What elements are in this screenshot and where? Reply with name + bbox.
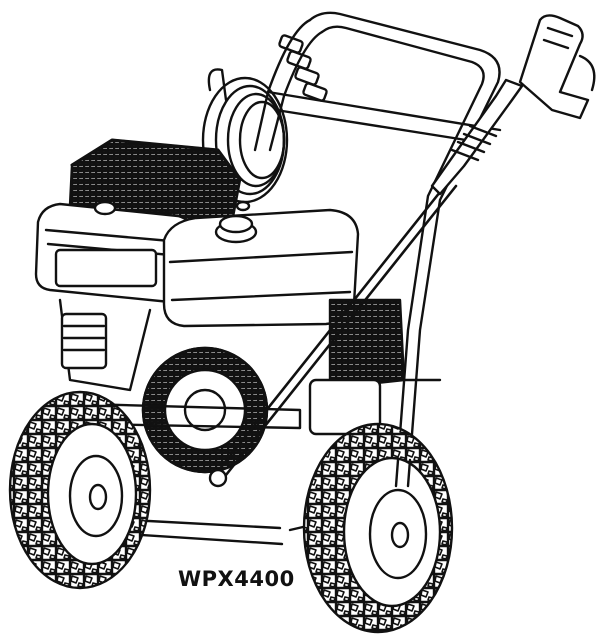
handle-frame	[253, 11, 502, 462]
flywheel-cover	[141, 346, 269, 474]
model-label: WPX4400	[178, 567, 295, 591]
spray-wand	[208, 14, 596, 488]
left-wheel	[8, 390, 152, 590]
engine-body	[34, 200, 196, 392]
right-wheel	[302, 422, 454, 634]
frame-leg	[394, 378, 442, 488]
